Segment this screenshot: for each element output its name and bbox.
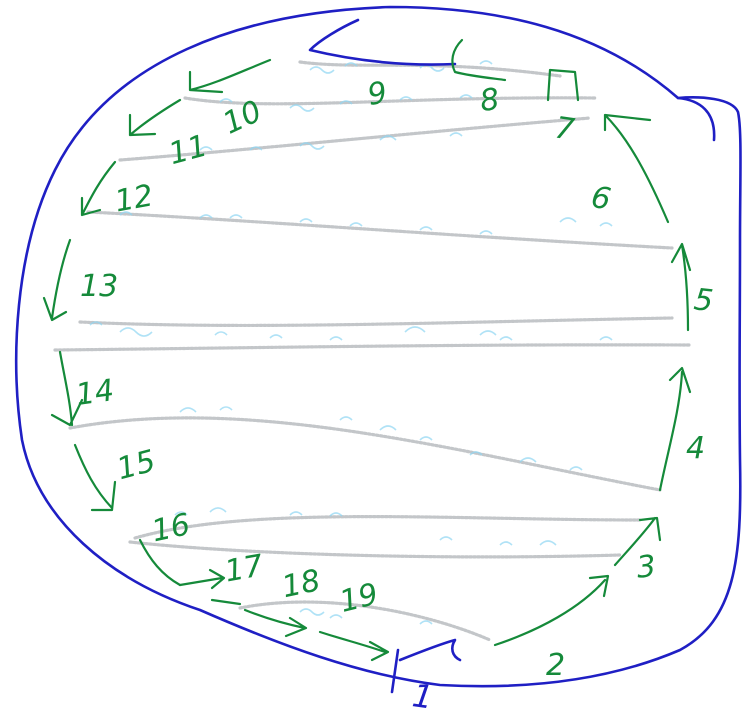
label-15: 15 <box>113 444 159 488</box>
arrow-15 <box>75 445 115 510</box>
band-6 <box>55 345 690 350</box>
label-8: 8 <box>478 82 502 119</box>
arrow-10 <box>190 60 270 92</box>
label-13: 13 <box>80 269 118 304</box>
blue-arrows <box>310 20 460 692</box>
arrow-19 <box>320 632 388 660</box>
arrow-2 <box>495 576 608 645</box>
band-8 <box>135 517 640 538</box>
label-4: 4 <box>686 431 705 466</box>
label-1: 1 <box>410 676 435 716</box>
outline-hook <box>678 98 714 140</box>
arrow-13 <box>44 240 70 320</box>
label-9: 9 <box>365 75 390 113</box>
label-5: 5 <box>692 282 715 319</box>
label-17: 17 <box>222 548 266 589</box>
blue-tick-1 <box>392 650 398 692</box>
texture-4 <box>120 212 612 234</box>
blue-arrow-top <box>310 20 455 64</box>
label-7: 7 <box>553 110 577 147</box>
label-18: 18 <box>279 563 324 605</box>
label-2: 2 <box>546 648 565 683</box>
arrow-11 <box>130 100 180 135</box>
arrow-8 <box>452 40 505 80</box>
arrow-5 <box>672 244 690 330</box>
label-14: 14 <box>74 373 117 413</box>
label-12: 12 <box>112 178 156 219</box>
label-3: 3 <box>635 549 658 586</box>
label-11: 11 <box>165 128 211 172</box>
texture-6 <box>180 407 582 470</box>
label-6: 6 <box>588 180 613 218</box>
texture-7 <box>175 508 556 545</box>
arrow-12 <box>82 162 115 215</box>
label-16: 16 <box>149 507 194 549</box>
label-19: 19 <box>336 577 382 620</box>
band-5 <box>80 318 672 325</box>
blue-arrow-bottom <box>400 640 460 660</box>
arrow-4 <box>660 368 690 490</box>
grey-bands <box>55 62 690 640</box>
arrow-6 <box>605 115 668 222</box>
band-9 <box>130 542 620 557</box>
band-4 <box>88 212 672 248</box>
band-7 <box>70 418 660 490</box>
step-labels: 1 2 3 4 5 6 7 8 9 10 11 12 13 14 15 16 1… <box>74 75 715 716</box>
